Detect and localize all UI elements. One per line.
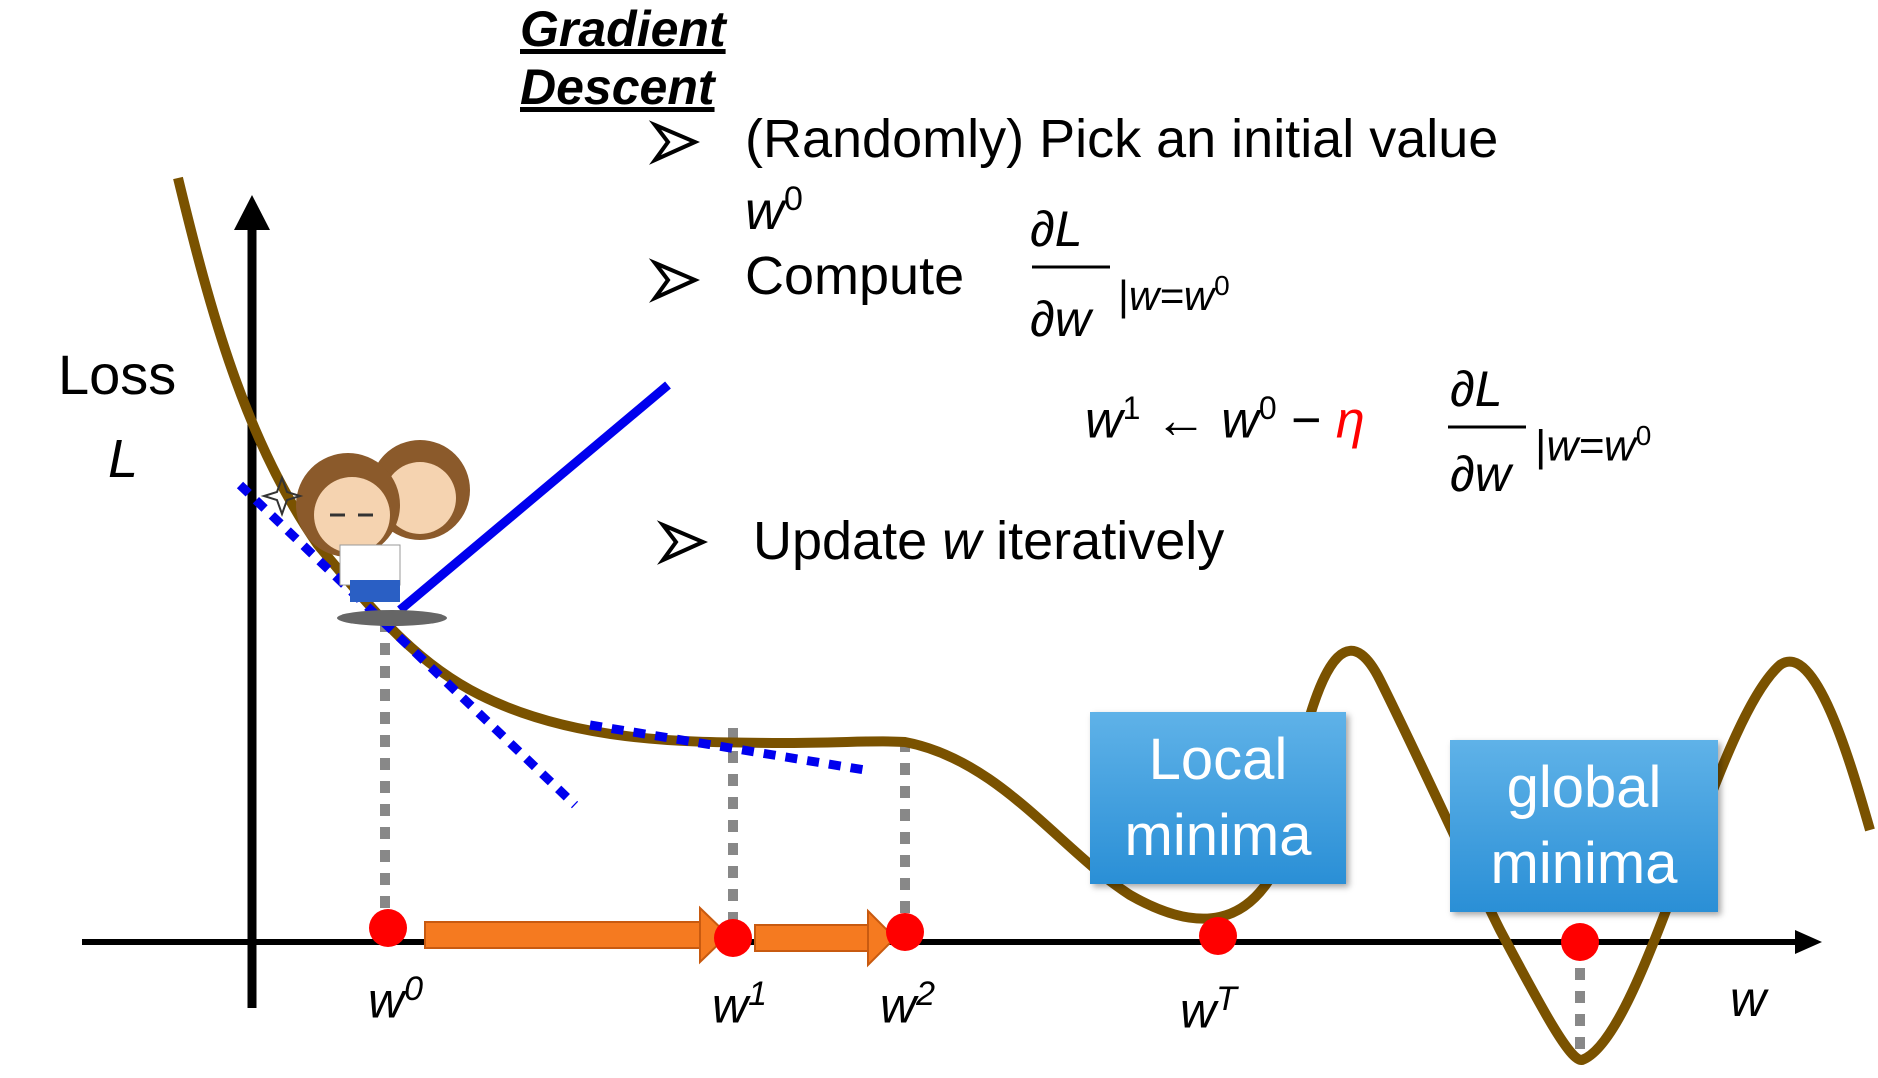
x-axis-label-w: w: [1730, 971, 1767, 1027]
point-wT: [1199, 917, 1237, 955]
update-frac-num: ∂L: [1450, 361, 1503, 417]
gradient-direction-line: [397, 381, 671, 614]
sparkle-icon: [260, 475, 304, 517]
tangent-dotted-steep: [236, 481, 579, 809]
local-minima-line-1: Local: [1148, 727, 1288, 792]
point-w2: [886, 913, 924, 951]
point-global: [1561, 923, 1599, 961]
label-w1: w1: [712, 975, 768, 1034]
bullet-2-text: Compute: [745, 246, 965, 306]
global-minima-line-2: minima: [1490, 831, 1678, 896]
point-w0: [369, 909, 407, 947]
label-wT: wT: [1180, 980, 1237, 1039]
bullet-2-eval: |w=w0: [1118, 270, 1230, 319]
global-minima-box: global minima: [1450, 740, 1718, 912]
global-minima-line-1: global: [1506, 755, 1662, 820]
bullet-2-frac-den: ∂w: [1030, 291, 1091, 347]
tangent-dotted-flat: [589, 720, 866, 775]
arrow-bullet-icon: [648, 120, 708, 565]
y-axis-label-loss: Loss: [58, 343, 177, 406]
local-minima-box: Local minima: [1090, 712, 1346, 884]
y-axis-arrowhead: [234, 195, 270, 230]
update-eval: |w=w0: [1535, 420, 1652, 471]
monkey-mascot-icon: [296, 440, 470, 626]
step-arrow-2: [754, 908, 897, 968]
local-minima-line-2: minima: [1124, 803, 1312, 868]
bullet-3-text: Update w iteratively: [753, 511, 1225, 571]
step-arrow-1: [424, 905, 730, 965]
x-axis-arrowhead: [1795, 930, 1822, 954]
vertical-guides: [380, 620, 1585, 1058]
page-title: Gradient Descent: [520, 1, 726, 115]
update-rule-lhs: w1 ← w0 − η: [1085, 390, 1365, 450]
point-w1: [714, 919, 752, 957]
label-w0: w0: [368, 970, 424, 1029]
bullet-2-frac-num: ∂L: [1030, 201, 1083, 257]
y-axis-label-L: L: [108, 429, 139, 489]
update-frac-den: ∂w: [1450, 446, 1511, 502]
bullet-1-var: w0: [745, 180, 803, 241]
eta-symbol: η: [1335, 391, 1365, 450]
label-w2: w2: [880, 975, 936, 1034]
bullet-1-text: (Randomly) Pick an initial value: [745, 109, 1499, 169]
